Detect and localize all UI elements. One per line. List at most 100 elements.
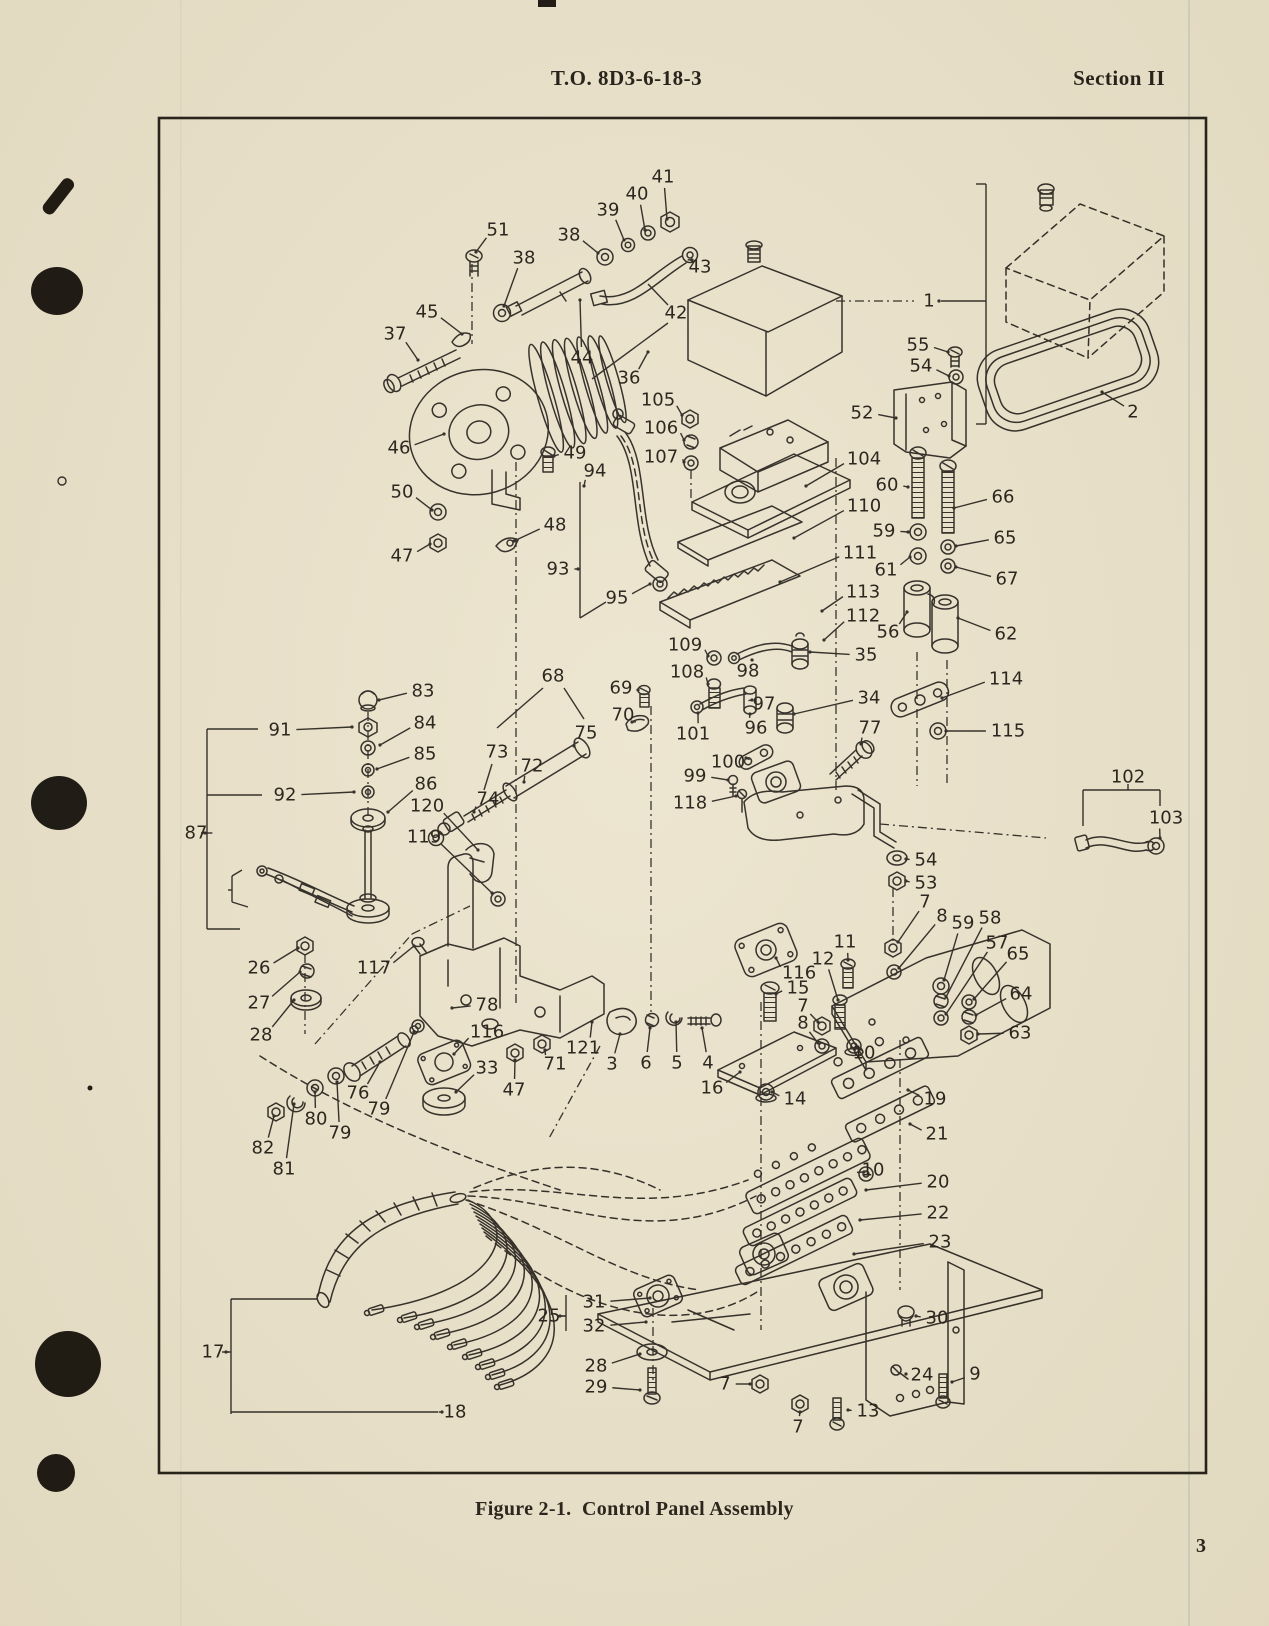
callout-leader [612, 1387, 641, 1391]
callout-leader [455, 1074, 475, 1093]
leader-tip [644, 1320, 648, 1324]
callout-96: 96 [745, 718, 768, 739]
callout-leader [809, 1013, 819, 1023]
leader-tip [350, 725, 354, 729]
callout-leader [392, 945, 415, 964]
leader-tip [454, 1090, 458, 1094]
leader-tip [946, 350, 950, 354]
callout-77: 77 [859, 718, 882, 739]
leader-tip [804, 484, 808, 488]
callout-leader [615, 219, 625, 241]
callout-leader [725, 1071, 741, 1084]
callout-116: 116 [782, 963, 816, 984]
leader-tip [386, 810, 390, 814]
callout-118: 118 [673, 793, 707, 814]
callout-14: 14 [784, 1089, 807, 1110]
callout-leader [821, 596, 844, 612]
callout-16: 16 [701, 1078, 724, 1099]
callout-leader [953, 498, 988, 509]
leader-tip [706, 682, 710, 686]
callout-leader [453, 1037, 470, 1055]
callout-1: 1 [923, 291, 934, 312]
leader-tip [858, 1218, 862, 1222]
callout-leader [414, 433, 445, 446]
callout-98: 98 [737, 661, 760, 682]
callout-59: 59 [873, 521, 896, 542]
callout-34: 34 [858, 688, 881, 709]
callout-66: 66 [992, 487, 1015, 508]
callout-94: 94 [584, 461, 607, 482]
callout-114: 114 [989, 669, 1023, 690]
callout-leader [941, 681, 986, 699]
callout-leader [779, 556, 840, 583]
callout-37: 37 [384, 324, 407, 345]
leader-tip [770, 1090, 774, 1094]
leader-tip [412, 944, 416, 948]
callout-83: 83 [412, 681, 435, 702]
callout-leader [296, 726, 353, 731]
centerlines [304, 264, 1047, 1382]
leader-tip [298, 970, 302, 974]
callout-105: 105 [641, 390, 675, 411]
leader-tip [944, 1012, 948, 1016]
callout-leader [808, 1031, 819, 1044]
callout-leader [271, 971, 301, 997]
callout-leader [977, 1032, 1004, 1035]
callout-leader [385, 1031, 415, 1100]
scan-line-artifact [1188, 0, 1190, 1626]
callout-112: 112 [846, 606, 880, 627]
ground-strap [1074, 834, 1165, 855]
pivot-bolt-hardware [267, 1019, 551, 1122]
figure-caption: Figure 2-1. Control Panel Assembly [475, 1498, 794, 1520]
callout-6: 6 [640, 1053, 651, 1074]
callout-119: 119 [407, 827, 441, 848]
bracket-line [496, 687, 544, 729]
callout-leader [646, 1027, 651, 1053]
callout-leader [416, 543, 431, 553]
callout-67: 67 [996, 569, 1019, 590]
leader-tip [859, 742, 863, 746]
leader-tip [836, 998, 840, 1002]
leader-tip [543, 1048, 547, 1052]
leader-tip [292, 1102, 296, 1106]
cover-dashed [1005, 183, 1165, 359]
leader-tip [808, 650, 812, 654]
callout-99: 99 [684, 766, 707, 787]
callout-leader [513, 528, 541, 542]
leader-tip [665, 217, 669, 221]
leader-tip [696, 711, 700, 715]
callout-leader [865, 1182, 922, 1191]
callout-41: 41 [652, 167, 675, 188]
callout-62: 62 [995, 624, 1018, 645]
callout-47: 47 [391, 546, 414, 567]
callout-8: 8 [797, 1013, 808, 1034]
callout-2: 2 [1127, 402, 1138, 423]
callout-leader [711, 776, 729, 781]
leader-tip [512, 539, 516, 543]
bracket-line [563, 687, 585, 720]
assembly-dash-path [259, 1055, 561, 1191]
callout-leader [897, 910, 920, 943]
leader-tip [750, 698, 754, 702]
punch-hole [31, 776, 87, 830]
callout-leader [793, 699, 854, 715]
callout-leader [933, 346, 949, 353]
callout-54: 54 [910, 356, 933, 377]
leader-tip [377, 698, 381, 702]
callout-leader [267, 1115, 275, 1138]
leader-tip [648, 582, 652, 586]
callout-81: 81 [273, 1159, 296, 1180]
callout-120: 120 [410, 796, 444, 817]
callout-86: 86 [415, 774, 438, 795]
insulator-plates [659, 505, 803, 629]
leader-tip [572, 744, 576, 748]
leader-tip [774, 956, 778, 960]
leader-tip [792, 536, 796, 540]
leader-tip [864, 1188, 868, 1192]
leader-tip [906, 530, 910, 534]
callout-43: 43 [689, 257, 712, 278]
leader-tip [578, 298, 582, 302]
leader-tip [774, 992, 778, 996]
motor-assembly [408, 335, 627, 511]
